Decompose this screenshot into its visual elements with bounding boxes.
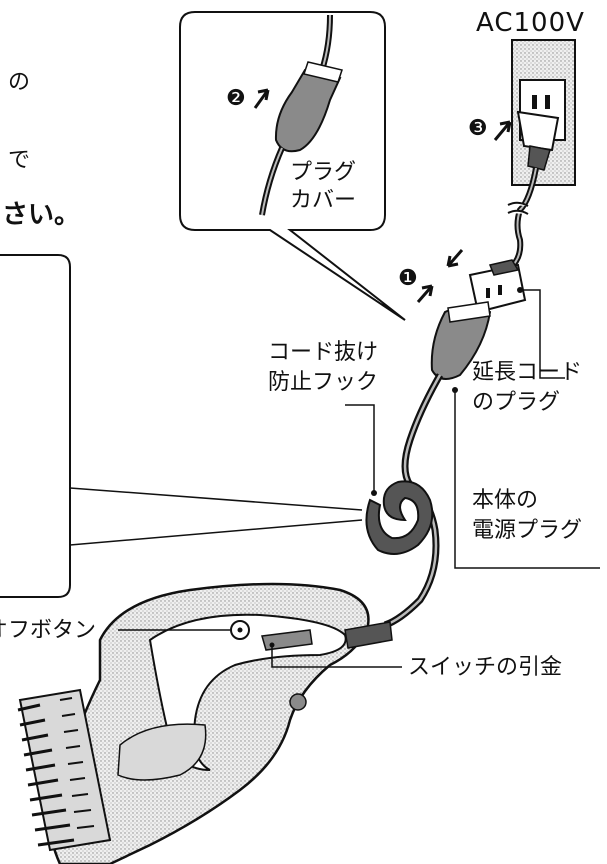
- extension-cord-inner: [509, 167, 537, 269]
- power-source-label: AC100V: [476, 8, 585, 38]
- step-2-marker: ❷: [226, 86, 246, 111]
- wall-plug: [516, 110, 560, 152]
- outlet-arrow: [493, 120, 512, 141]
- step1-arrow-in: [446, 249, 464, 268]
- callout-line-upper: [69, 487, 363, 511]
- body-plug-label-line1: 本体の: [472, 488, 539, 513]
- off-button-label: オフボタン: [0, 618, 97, 643]
- extension-plug-slot1: [486, 288, 490, 298]
- leader-trigger-dot: [269, 642, 275, 648]
- inset-plug-cover: [274, 68, 342, 153]
- inset-arrow: [253, 88, 270, 109]
- extension-plug-top: [488, 259, 520, 276]
- trimmer-blade: [17, 688, 112, 852]
- cord-hook: [365, 480, 434, 555]
- hook-label-line1: コード抜け: [268, 340, 379, 365]
- leader-extension-plug: [520, 289, 565, 379]
- outlet-slot-right: [545, 95, 550, 109]
- step-3-marker: ❸: [468, 116, 488, 141]
- leader-body-plug: [454, 390, 600, 569]
- extension-plug-label-line2: のプラグ: [472, 390, 561, 415]
- step1-arrow-out: [416, 284, 434, 303]
- outlet-slot-left: [532, 95, 537, 109]
- extension-plug-label-line1: 延長コード: [472, 360, 583, 385]
- callout-box: [0, 254, 71, 598]
- left-text-line2: で: [8, 148, 31, 173]
- callout-line-lower: [69, 519, 363, 546]
- left-text-line1: の: [8, 70, 31, 95]
- wall-plug-neck: [527, 145, 551, 171]
- plug-cover-label-line2: カバー: [290, 188, 357, 213]
- step-1-marker: ❶: [398, 266, 418, 291]
- inset-plug-top: [303, 61, 343, 83]
- body-plug-label-line2: 電源プラグ: [472, 518, 583, 543]
- trimmer-window: [117, 723, 207, 781]
- leader-body-dot: [452, 387, 458, 393]
- cord-bush: [344, 621, 393, 649]
- leader-off-dot: [237, 627, 243, 633]
- extension-plug-slot2: [498, 285, 502, 295]
- leader-trigger: [271, 645, 402, 668]
- left-text-line3: さい。: [2, 200, 81, 230]
- plug-cover-label-line1: プラグ: [290, 160, 357, 185]
- hook-label-line2: 防止フック: [268, 370, 379, 395]
- cord-break-mark: [507, 201, 529, 215]
- side-knob: [289, 693, 307, 711]
- trigger-label: スイッチの引金: [408, 655, 563, 680]
- inset-box: [179, 11, 406, 321]
- leader-extension-dot: [517, 287, 523, 293]
- body-plug-top: [447, 301, 491, 323]
- leader-hook: [345, 404, 375, 493]
- inset-cord-bottom-inner: [261, 147, 283, 216]
